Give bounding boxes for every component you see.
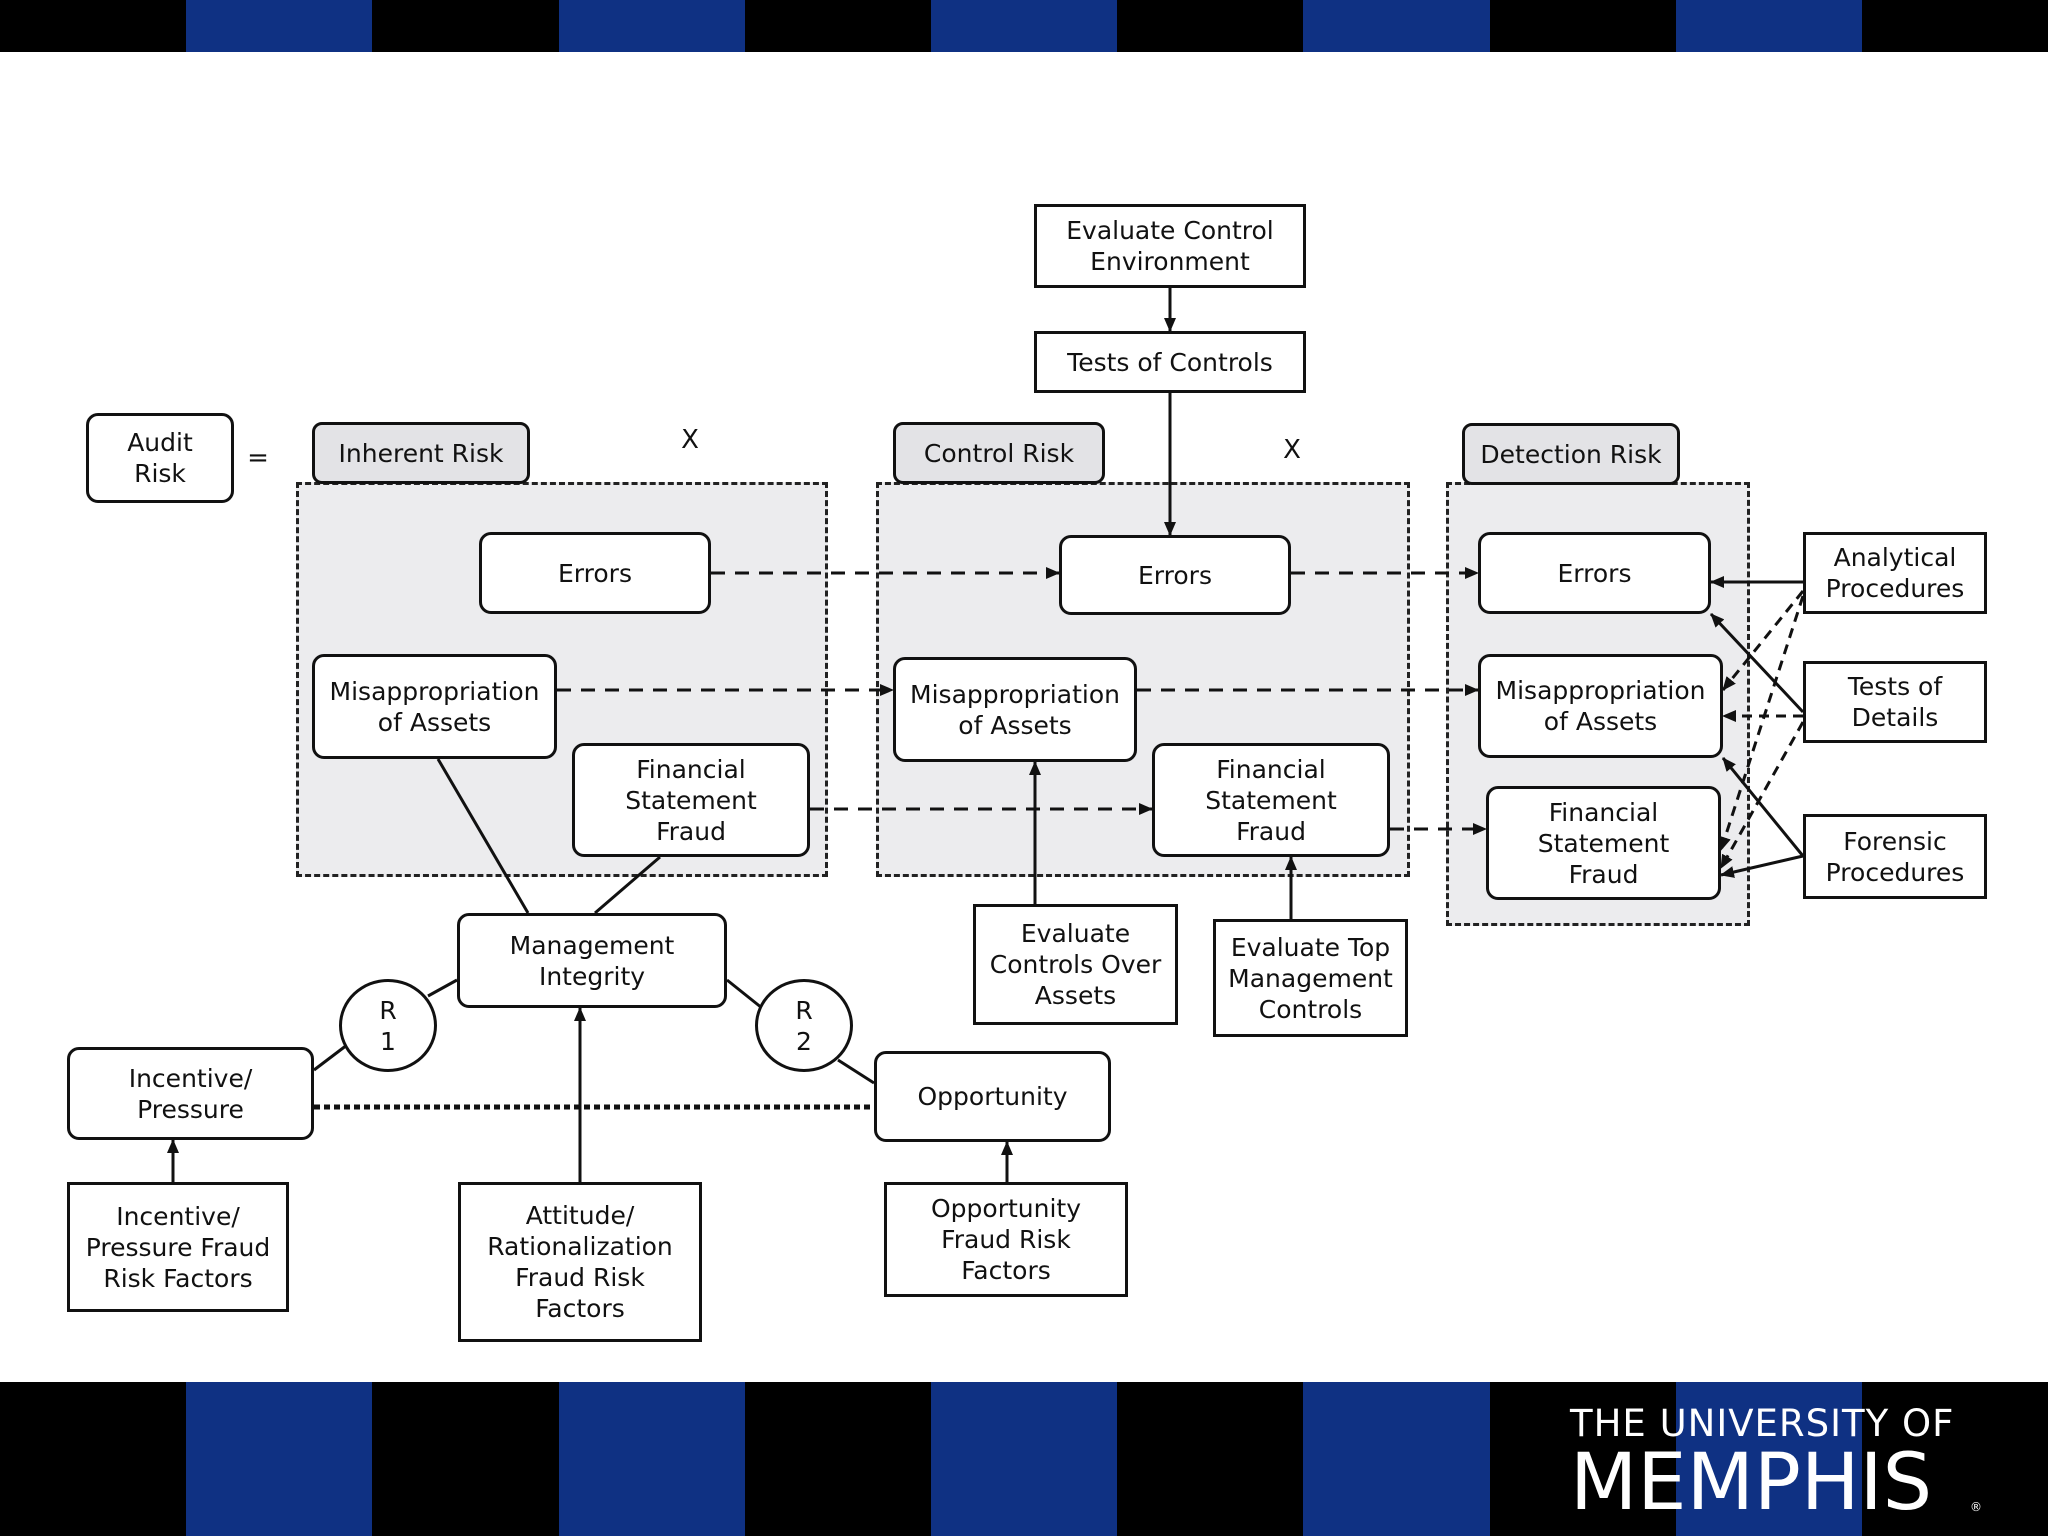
line-fsfraud-to-integrity [594, 855, 661, 915]
ir-fs-fraud-node: Financial Statement Fraud [572, 743, 810, 857]
top-band-segment [372, 0, 559, 52]
top-band-segment [558, 0, 745, 52]
top-band-segment [744, 0, 931, 52]
logo-wordmark: MEMPHIS [1570, 1438, 1933, 1528]
evaluate-control-environment-node: Evaluate Control Environment [1034, 204, 1306, 288]
arrow-forensic-to-fsfraud [1720, 854, 1804, 878]
inherent-risk-node: Inherent Risk [312, 422, 530, 484]
dr-fs-fraud-node: Financial Statement Fraud [1486, 786, 1721, 900]
opportunity-factors-node: Opportunity Fraud Risk Factors [884, 1182, 1128, 1297]
line-r2-to-opportunity [837, 1058, 875, 1085]
bottom-band-segment [1675, 1382, 1862, 1536]
audit-risk-node: Audit Risk [86, 413, 234, 503]
bottom-band-segment [372, 1382, 559, 1536]
top-band-segment [186, 0, 373, 52]
ir-errors-node: Errors [479, 532, 711, 614]
top-band-segment [930, 0, 1118, 52]
cr-misappropriation-node: Misappropriation of Assets [893, 657, 1137, 762]
line-integrity-to-r2 [726, 978, 763, 1010]
evaluate-top-management-controls-node: Evaluate Top Management Controls [1213, 919, 1408, 1037]
analytical-procedures-node: Analytical Procedures [1803, 532, 1987, 614]
tests-of-details-node: Tests of Details [1803, 661, 1987, 743]
detection-risk-node: Detection Risk [1462, 423, 1680, 485]
university-logo: THE UNIVERSITY OF MEMPHIS ® [1570, 1400, 1990, 1528]
arrow-forensic-to-misappropriation [1721, 757, 1805, 857]
bottom-color-band [0, 1382, 2048, 1536]
line-r1-to-incentive [313, 1043, 348, 1072]
registered-mark: ® [1970, 1500, 1982, 1514]
top-band-segment [1861, 0, 2048, 52]
line-misappropriation-to-integrity [436, 758, 530, 914]
times-sign-1-node: X [681, 424, 699, 455]
top-color-band [0, 0, 2048, 52]
control-risk-node: Control Risk [893, 422, 1105, 484]
arrow-tests-to-errors [1709, 612, 1805, 714]
top-band-segment [1117, 0, 1304, 52]
cr-fs-fraud-node: Financial Statement Fraud [1152, 743, 1390, 857]
top-band-segment [1303, 0, 1490, 52]
top-band-segment [1489, 0, 1676, 52]
times-sign-2-node: X [1283, 434, 1301, 465]
bottom-band-segment [558, 1382, 745, 1536]
top-band-segment [0, 0, 187, 52]
top-band-segment [1675, 0, 1862, 52]
bottom-band-segment [1489, 1382, 1676, 1536]
arrow-analytical-to-fsfraud [1719, 595, 1805, 851]
logo-line-1: THE UNIVERSITY OF [1570, 1402, 1955, 1445]
bottom-band-segment [930, 1382, 1118, 1536]
equals-sign-node: = [247, 442, 269, 473]
arrow-tests-to-fsfraud [1719, 721, 1805, 869]
bottom-band-segment [1303, 1382, 1490, 1536]
bottom-band-segment [1861, 1382, 2048, 1536]
arrow-analytical-to-misappropriation [1721, 590, 1805, 691]
dr-misappropriation-node: Misappropriation of Assets [1478, 654, 1723, 758]
management-integrity-node: Management Integrity [457, 913, 727, 1008]
tests-of-controls-node: Tests of Controls [1034, 331, 1306, 393]
evaluate-controls-over-assets-node: Evaluate Controls Over Assets [973, 904, 1178, 1025]
attitude-rationalization-factors-node: Attitude/ Rationalization Fraud Risk Fac… [458, 1182, 702, 1342]
bottom-band-segment [744, 1382, 931, 1536]
cr-errors-node: Errors [1059, 535, 1291, 615]
dr-errors-node: Errors [1478, 532, 1711, 614]
r1-node: R 1 [339, 979, 437, 1072]
bottom-band-segment [1117, 1382, 1304, 1536]
forensic-procedures-node: Forensic Procedures [1803, 814, 1987, 899]
ir-misappropriation-node: Misappropriation of Assets [312, 654, 557, 759]
incentive-pressure-node: Incentive/ Pressure [67, 1047, 314, 1140]
incentive-pressure-factors-node: Incentive/ Pressure Fraud Risk Factors [67, 1182, 289, 1312]
bottom-band-segment [186, 1382, 373, 1536]
line-integrity-to-r1 [427, 978, 458, 998]
r2-node: R 2 [755, 979, 853, 1072]
opportunity-node: Opportunity [874, 1051, 1111, 1142]
bottom-band-segment [0, 1382, 187, 1536]
